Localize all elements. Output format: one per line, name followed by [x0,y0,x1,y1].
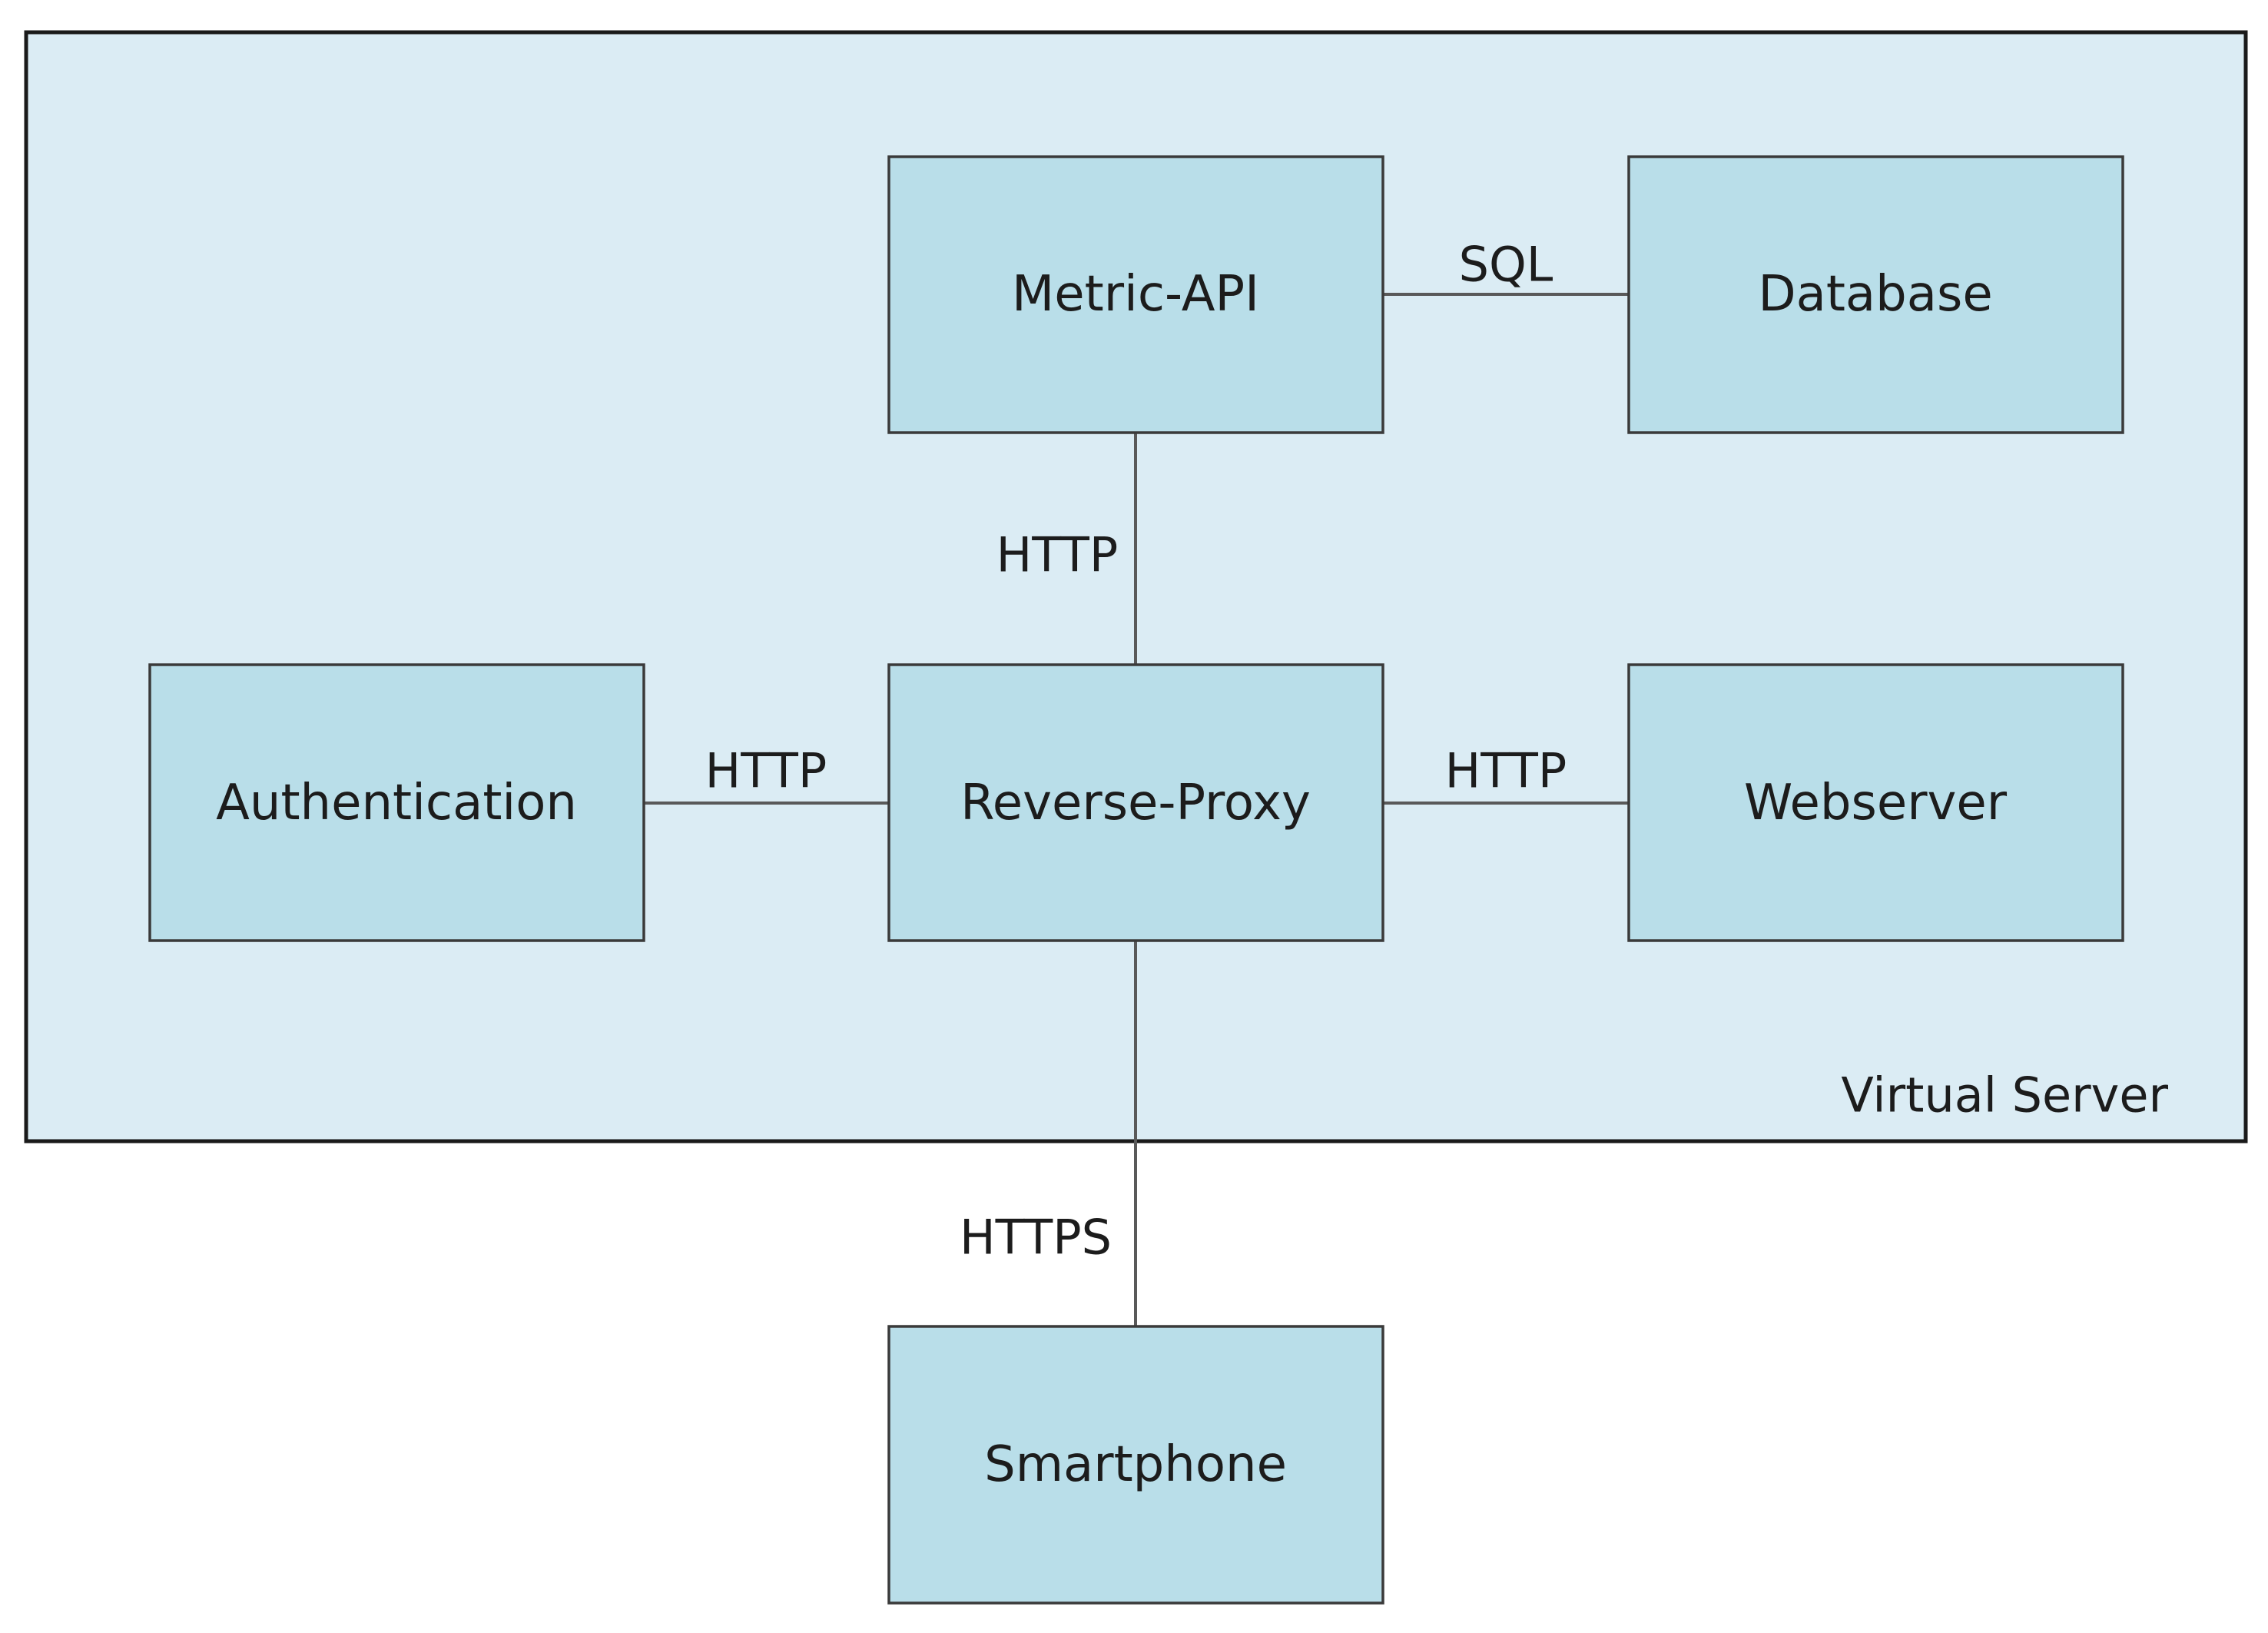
node-database-box [1627,155,2124,434]
connection-labels: SQL HTTP HTTP HTTP HTTPS [705,237,1567,1266]
node-metric-api-label: Metric-API [1012,266,1259,323]
node-metric-api: Metric-API [887,155,1384,434]
node-authentication-label: Authentication [216,775,577,831]
node-reverse-proxy-box [887,663,1384,942]
node-webserver-box [1627,663,2124,942]
node-authentication: Authentication [148,663,645,942]
node-metric-api-box [887,155,1384,434]
node-reverse-proxy-label: Reverse-Proxy [960,775,1311,831]
virtual-server-label: Virtual Server [1841,1067,2168,1124]
node-smartphone-label: Smartphone [984,1436,1287,1493]
edge-label-https-smartphone: HTTPS [960,1210,1112,1266]
node-authentication-box [148,663,645,942]
edge-label-http-metric-api: HTTP [996,527,1119,583]
node-database: Database [1627,155,2124,434]
node-smartphone: Smartphone [887,1325,1384,1605]
node-webserver: Webserver [1627,663,2124,942]
node-reverse-proxy: Reverse-Proxy [887,663,1384,942]
edge-label-sql: SQL [1459,237,1553,293]
edge-label-http-authentication: HTTP [705,743,827,799]
node-smartphone-box [887,1325,1384,1605]
edge-label-http-webserver: HTTP [1445,743,1567,799]
node-webserver-label: Webserver [1744,775,2008,831]
node-database-label: Database [1758,266,1992,323]
connections [644,293,1629,1326]
